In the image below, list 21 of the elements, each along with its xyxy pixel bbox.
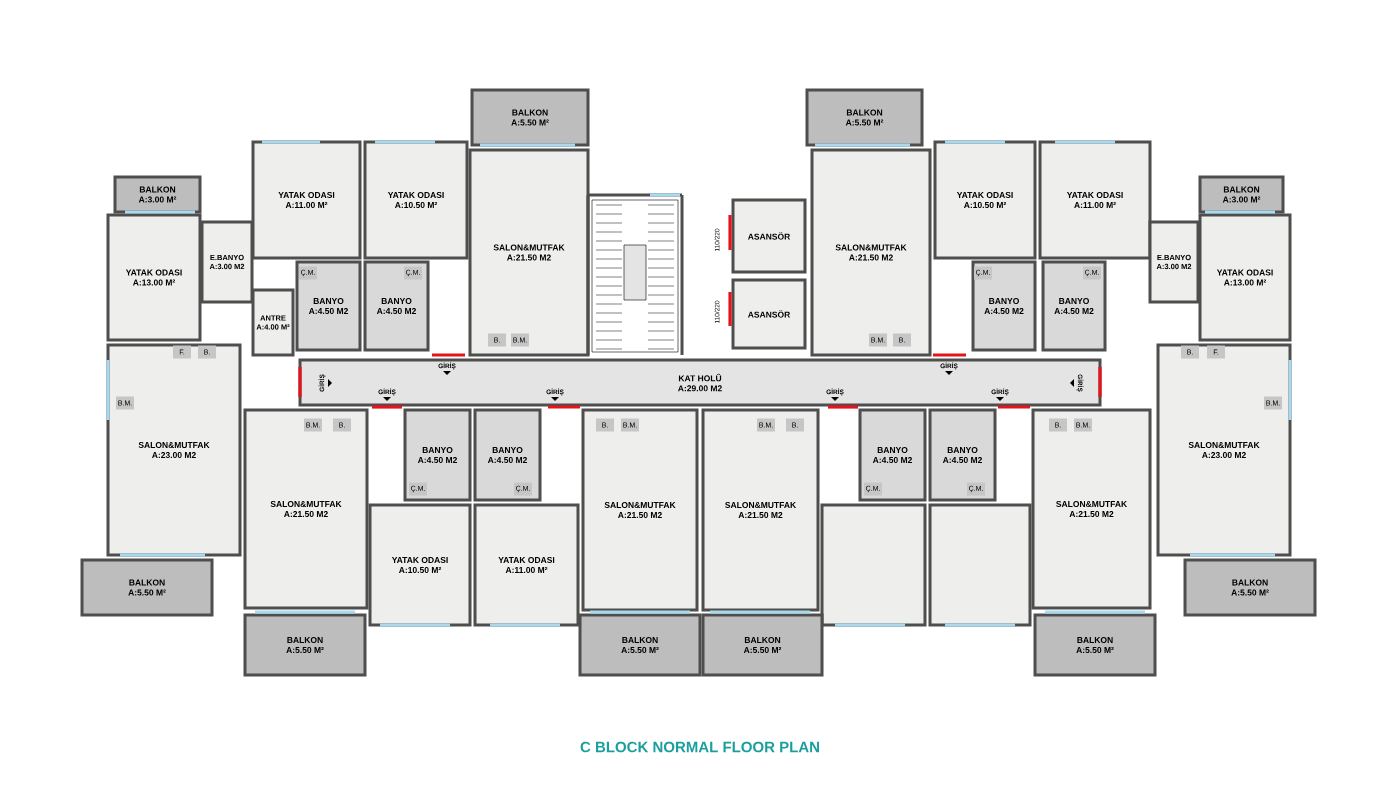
balcony-area: BALKON A:5.50 M² — [701, 613, 824, 677]
balcony-area: BALKON A:5.50 M² — [578, 613, 702, 677]
balcony-area: BALKON A:5.50 M² — [80, 558, 214, 617]
balcony-area: BALKON A:5.50 M² — [470, 88, 590, 147]
elevator-shaft: ASANSÖR — [731, 278, 807, 350]
balcony-area: BALKON A:3.00 M² — [1198, 175, 1285, 214]
room-area: YATAK ODASI A:11.00 M² — [473, 503, 580, 627]
balcony-area: BALKON A:5.50 M² — [243, 613, 367, 677]
plan-title: C BLOCK NORMAL FLOOR PLAN — [580, 741, 819, 753]
room-area: YATAK ODASI A:10.50 M² — [363, 140, 469, 260]
empty-room — [928, 503, 1032, 627]
balcony-area: BALKON A:3.00 M² — [113, 175, 202, 214]
room-area: YATAK ODASI A:10.50 M² — [933, 140, 1037, 260]
elevator-shaft: ASANSÖR — [731, 198, 807, 274]
room-area: YATAK ODASI A:11.00 M² — [1038, 140, 1152, 260]
room-area: YATAK ODASI A:11.00 M² — [251, 140, 362, 260]
empty-room — [820, 503, 927, 627]
room-area: YATAK ODASI A:10.50 M² — [368, 503, 472, 627]
balcony-area: BALKON A:5.50 M² — [805, 88, 924, 147]
balcony-area: BALKON A:5.50 M² — [1183, 558, 1317, 617]
balcony-area: BALKON A:5.50 M² — [1033, 613, 1157, 677]
